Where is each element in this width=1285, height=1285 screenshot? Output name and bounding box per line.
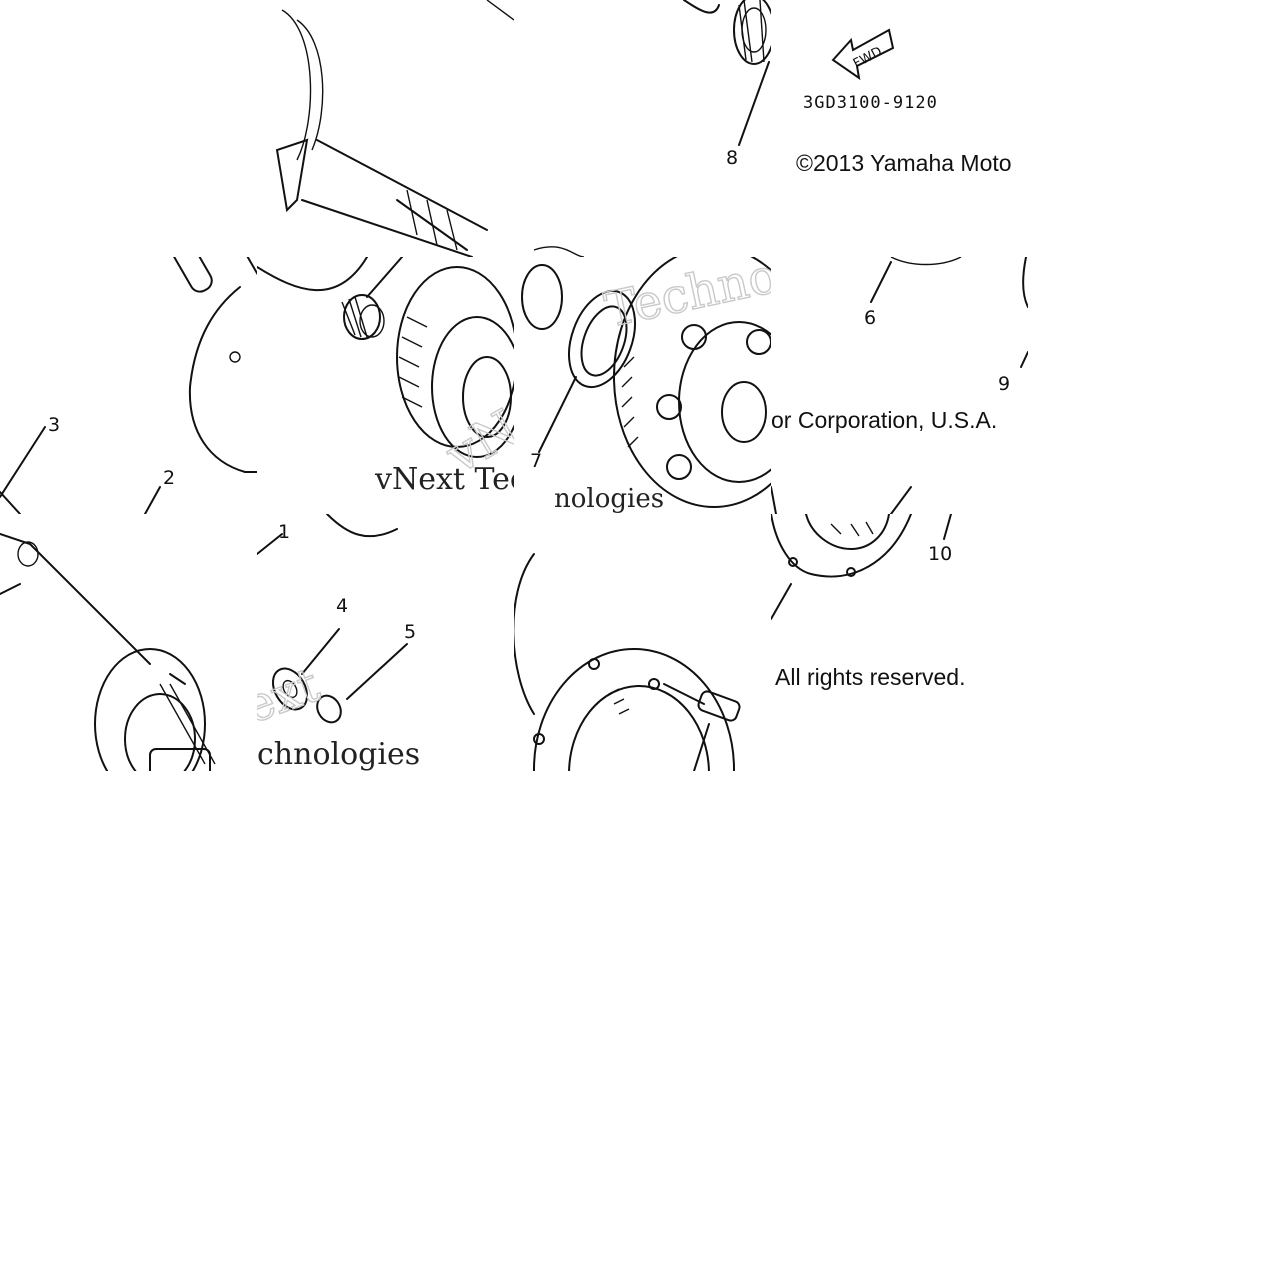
watermark-text-a: vNext Tec [374,462,514,497]
crankshaft-drawing [275,0,514,257]
copyright-line-1: ©2013 Yamaha Moto [796,150,1012,176]
copyright-line-3: All rights reserved. [775,664,966,690]
tile-cover-plate [514,514,771,771]
tile-flywheel: Techno nologies [514,257,771,514]
tile-labels-6-9: or Corporation, U.S.A. [771,257,1028,514]
tile-title-block: FWD 3GD3100-9120 ©2013 Yamaha Moto [771,0,1028,257]
fwd-arrow-icon [831,28,895,81]
starter-pin-drawing [0,257,257,514]
watermark-text-e: ext [257,657,327,735]
labels-6-9-drawing [771,257,1028,514]
bearing-ring-drawing [771,514,952,620]
title-block-drawing: FWD 3GD3100-9120 [803,28,938,113]
diagram-code: 3GD3100-9120 [803,93,938,113]
tile-bearing-top [514,0,771,257]
tile-starter-gear: vNext Tec vNe [257,257,514,514]
washer-clip-drawing: ext chnologies [257,514,420,771]
tile-bearing-ring: All rights reserved. [771,514,1028,771]
starter-motor-drawing [0,533,216,771]
flywheel-drawing: Techno nologies [521,257,771,514]
watermark-text-f: chnologies [257,737,420,771]
tile-washer-clip: ext chnologies [257,514,514,771]
bearing-top-drawing [533,0,771,257]
tile-crankshaft [257,0,514,257]
watermark-text-b: Techno [600,257,771,339]
tile-starter-pin [0,257,257,514]
watermark-text-d: nologies [554,484,664,514]
tile-starter-motor [0,514,257,771]
copyright-line-2: or Corporation, U.S.A. [771,407,998,433]
starter-gear-drawing: vNext Tec vNe [257,257,514,497]
cover-plate-drawing [514,553,741,771]
